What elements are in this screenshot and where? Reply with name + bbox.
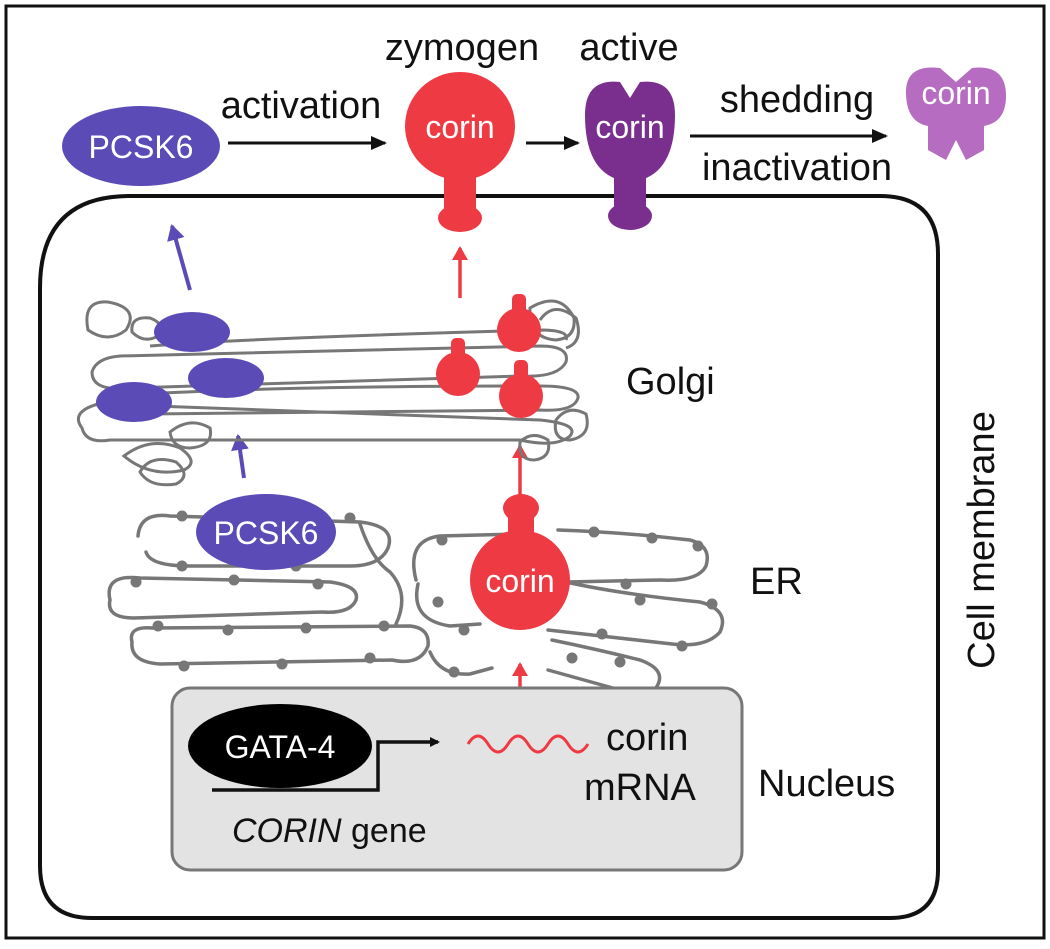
ribosome-dot-icon (614, 656, 626, 668)
ribosome-dot-icon (432, 596, 444, 608)
ribosome-dot-icon (222, 624, 234, 636)
pcsk6-surface: PCSK6 (62, 106, 220, 186)
ribosome-dot-icon (178, 660, 190, 672)
activation-label: activation (221, 85, 382, 127)
er-corin: corin (470, 494, 570, 630)
golgi-label: Golgi (626, 361, 715, 403)
ribosome-dot-icon (566, 652, 578, 664)
ribosome-dot-icon (228, 574, 240, 586)
er-label: ER (750, 561, 803, 603)
arrow-up-icon (231, 434, 249, 479)
shedding-label: shedding (720, 79, 874, 121)
corin-zymogen-surface: corin (405, 72, 515, 232)
active-label: active (579, 27, 678, 69)
ribosome-dot-icon (634, 594, 646, 606)
ribosome-dot-icon (448, 666, 460, 678)
corin-gene-italic: CORIN (232, 812, 342, 850)
pcsk6-surface-label: PCSK6 (89, 129, 194, 165)
zymogen-corin-label: corin (425, 109, 494, 145)
mrna-wave-icon (466, 734, 590, 754)
nucleus-label: Nucleus (758, 763, 895, 805)
ribosome-dot-icon (176, 510, 188, 522)
mrna-line1: corin (606, 717, 688, 759)
ribosome-dot-icon (620, 578, 632, 590)
arrow-up-icon (167, 224, 192, 291)
ribosome-dot-icon (130, 576, 142, 588)
ribosome-dot-icon (176, 560, 188, 572)
zymogen-label: zymogen (385, 27, 539, 69)
ribosome-dot-icon (364, 652, 376, 664)
ribosome-dot-icon (646, 532, 658, 544)
corin-shed: corin (906, 67, 1006, 160)
gata4-factor: GATA-4 (188, 704, 372, 788)
golgi-pcsk6-vesicles (96, 312, 264, 422)
ribosome-dot-icon (692, 540, 704, 552)
gata4-label: GATA-4 (225, 729, 336, 765)
er-pcsk6-label: PCSK6 (214, 515, 319, 551)
shed-corin-label: corin (921, 75, 990, 111)
er-pcsk6: PCSK6 (196, 494, 336, 570)
ribosome-dot-icon (458, 624, 470, 636)
ribosome-dot-icon (344, 512, 356, 524)
cell-membrane-label: Cell membrane (961, 411, 1003, 669)
er-corin-label: corin (485, 563, 554, 599)
figure-frame (4, 4, 1046, 940)
ribosome-dot-icon (300, 622, 312, 634)
transcription-arrow-icon (212, 737, 440, 792)
ribosome-dot-icon (276, 658, 288, 670)
ribosome-dot-icon (676, 640, 688, 652)
corin-gene-rest: gene (342, 812, 427, 850)
ribosome-dot-icon (596, 628, 608, 640)
mrna-line2: mRNA (584, 767, 697, 809)
corin-active-surface: corin (585, 81, 675, 230)
ribosome-dot-icon (152, 620, 164, 632)
ribosome-dot-icon (436, 534, 448, 546)
golgi-corin-vesicles (436, 294, 543, 418)
ribosome-dot-icon (378, 620, 390, 632)
corin-gene-label: CORIN gene (232, 812, 427, 850)
inactivation-label: inactivation (702, 147, 892, 189)
active-corin-label: corin (595, 109, 664, 145)
ribosome-dot-icon (588, 526, 600, 538)
ribosome-dot-icon (312, 578, 324, 590)
ribosome-dot-icon (706, 598, 718, 610)
cell-membrane (38, 194, 940, 920)
